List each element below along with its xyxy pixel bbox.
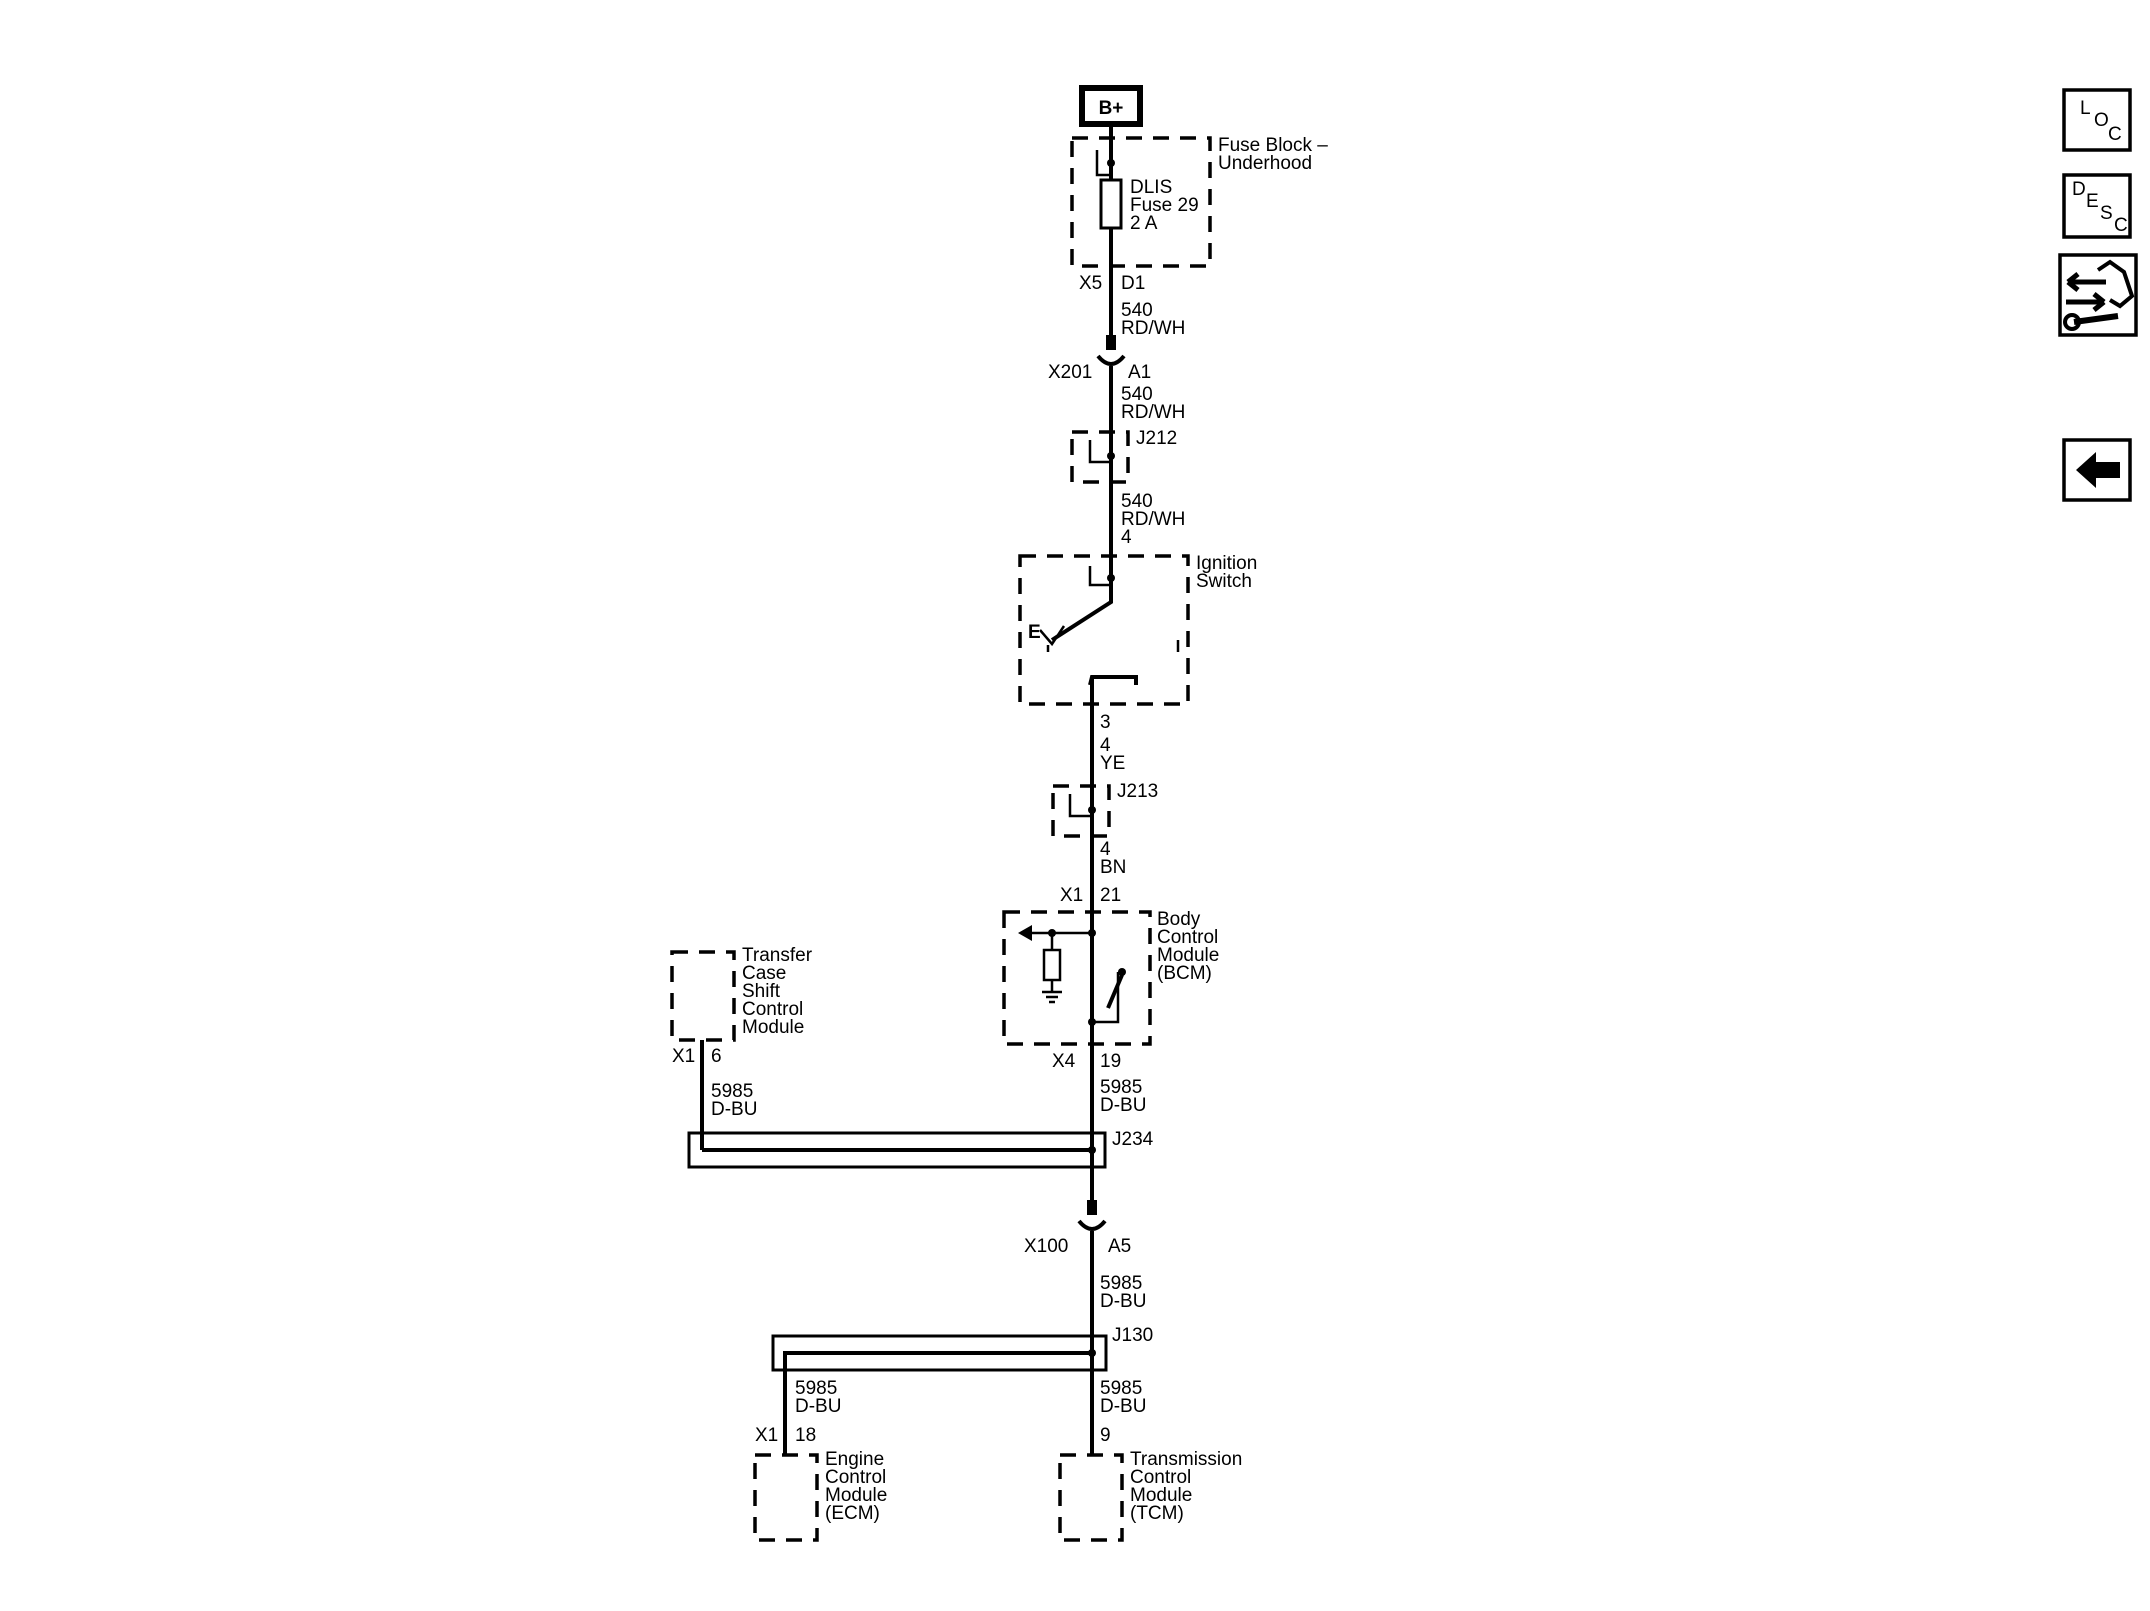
wire-4-ye-label: 4 YE <box>1100 735 1125 774</box>
transmission-control-module: Transmission Control Module (TCM) <box>1058 1449 1248 1542</box>
fuse-block-underhood: Fuse Block – Underhood DLIS Fuse 29 2 A <box>1070 135 1333 268</box>
x201-inline-connector: X201 A1 <box>1048 335 1151 383</box>
fuse-label: DLIS Fuse 29 2 A <box>1130 177 1204 234</box>
svg-text:C: C <box>2108 124 2122 145</box>
svg-text:S: S <box>2100 203 2113 224</box>
x201-label: X201 <box>1048 362 1092 383</box>
wire-5985-label-x100: 5985 D-BU <box>1100 1273 1148 1312</box>
j234-splice-pack: J234 <box>687 1129 1154 1169</box>
ignition-pin-3: 3 <box>1100 712 1111 733</box>
x100-inline-connector: X100 A5 <box>1024 1200 1131 1257</box>
fuse-29-symbol <box>1099 178 1123 230</box>
j213-label: J213 <box>1117 781 1158 802</box>
svg-text:E: E <box>2086 191 2099 212</box>
fuse-block-title: Fuse Block – Underhood <box>1218 135 1333 174</box>
bcm-pin-19: 19 <box>1100 1051 1121 1072</box>
ecm-x1-label: X1 <box>755 1425 778 1446</box>
x5-connector-label: X5 <box>1079 273 1102 294</box>
wire-540-label-1: 540 RD/WH <box>1121 300 1185 339</box>
description-button[interactable]: D E S C <box>2062 173 2132 239</box>
ignition-switch: E Ignition Switch <box>1018 553 1263 706</box>
wire-4-bn-label: 4 BN <box>1100 839 1126 878</box>
x100-label: X100 <box>1024 1236 1068 1257</box>
back-arrow-button[interactable] <box>2062 438 2132 502</box>
ecm-pin-18: 18 <box>795 1425 816 1446</box>
tcscm-pin-6: 6 <box>711 1046 722 1067</box>
bcm-x4-label: X4 <box>1052 1051 1076 1072</box>
svg-text:D: D <box>2072 179 2086 200</box>
j130-label: J130 <box>1112 1325 1153 1346</box>
battery-label: B+ <box>1099 98 1124 119</box>
transfer-case-title: Transfer Case Shift Control Module <box>742 945 817 1038</box>
wire-5985-label-tcscm: 5985 D-BU <box>711 1081 759 1120</box>
a5-pin-label: A5 <box>1108 1236 1131 1257</box>
tcscm-x1-label: X1 <box>672 1046 695 1067</box>
svg-text:O: O <box>2094 110 2109 131</box>
connector-wrench-icon[interactable] <box>2058 253 2138 337</box>
bcm-title: Body Control Module (BCM) <box>1157 909 1225 984</box>
j213-splice: J213 <box>1051 781 1158 838</box>
transfer-case-shift-control-module: Transfer Case Shift Control Module <box>670 945 817 1042</box>
body-control-module: Body Control Module (BCM) <box>1002 909 1225 1046</box>
ecm-title: Engine Control Module (ECM) <box>825 1449 893 1524</box>
d1-pin-label: D1 <box>1121 273 1145 294</box>
battery-terminal: B+ <box>1079 85 1143 127</box>
j212-label: J212 <box>1136 428 1177 449</box>
j212-splice: J212 <box>1070 428 1177 484</box>
j234-label: J234 <box>1112 1129 1154 1150</box>
wire-5985-label-tcm: 5985 D-BU <box>1100 1378 1148 1417</box>
bcm-pin-21: 21 <box>1100 885 1121 906</box>
svg-text:C: C <box>2114 215 2128 236</box>
a1-pin-label: A1 <box>1128 362 1151 383</box>
wire-540-label-2: 540 RD/WH <box>1121 384 1185 423</box>
j130-splice-pack: J130 <box>771 1325 1153 1455</box>
ignition-switch-title: Ignition Switch <box>1196 553 1263 592</box>
ignition-e-mark: E <box>1028 622 1041 643</box>
tcm-title: Transmission Control Module (TCM) <box>1130 1449 1248 1524</box>
engine-control-module: Engine Control Module (ECM) <box>753 1449 893 1542</box>
tcm-pin-9: 9 <box>1100 1425 1111 1446</box>
svg-text:L: L <box>2080 98 2091 119</box>
wire-540-label-3: 540 RD/WH 4 <box>1121 491 1191 548</box>
location-button[interactable]: L O C <box>2062 88 2132 152</box>
wire-5985-label-ecm: 5985 D-BU <box>795 1378 843 1417</box>
wire-5985-label-bcm: 5985 D-BU <box>1100 1077 1148 1116</box>
bcm-x1-label: X1 <box>1060 885 1083 906</box>
